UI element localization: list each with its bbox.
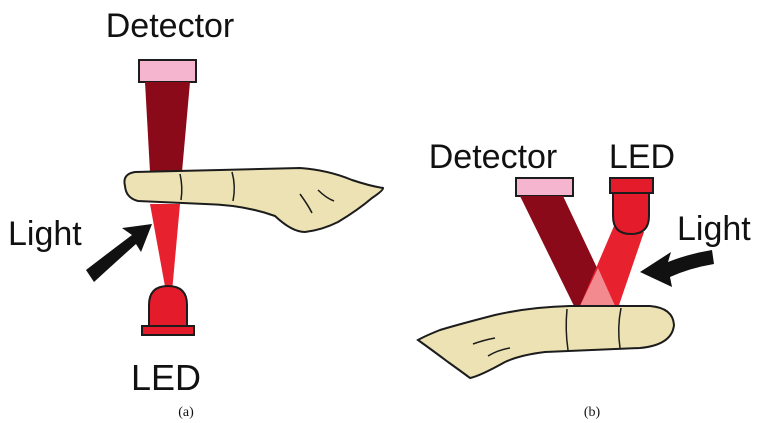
panel-b-led bbox=[609, 177, 654, 236]
panel-b-detector bbox=[515, 177, 574, 197]
panel-a-finger bbox=[123, 166, 385, 234]
panel-b-caption: (b) bbox=[584, 405, 601, 420]
panel-b-finger bbox=[416, 305, 676, 380]
panel-a-detector-label: Detector bbox=[106, 7, 235, 45]
panel-b-light-label: Light bbox=[677, 210, 751, 248]
panel-b-beam-overlap bbox=[579, 268, 616, 308]
panel-a-detector-beam bbox=[145, 82, 190, 172]
panel-a-detector bbox=[138, 59, 197, 83]
panel-b-detector-label: Detector bbox=[429, 138, 558, 176]
panel-a-light-label: Light bbox=[8, 215, 82, 253]
panel-b-led-label: LED bbox=[609, 138, 675, 176]
panel-a-led-beam bbox=[150, 204, 180, 292]
panel-b: Detector LED Light (b) bbox=[416, 138, 751, 420]
panel-a-led bbox=[141, 284, 195, 336]
panel-a-light-arrow-icon bbox=[86, 224, 152, 282]
panel-a: Detector Light LED (a) bbox=[8, 7, 385, 420]
panel-b-light-arrow-icon bbox=[640, 250, 714, 287]
panel-a-led-label: LED bbox=[131, 357, 201, 398]
panel-a-caption: (a) bbox=[178, 405, 194, 420]
